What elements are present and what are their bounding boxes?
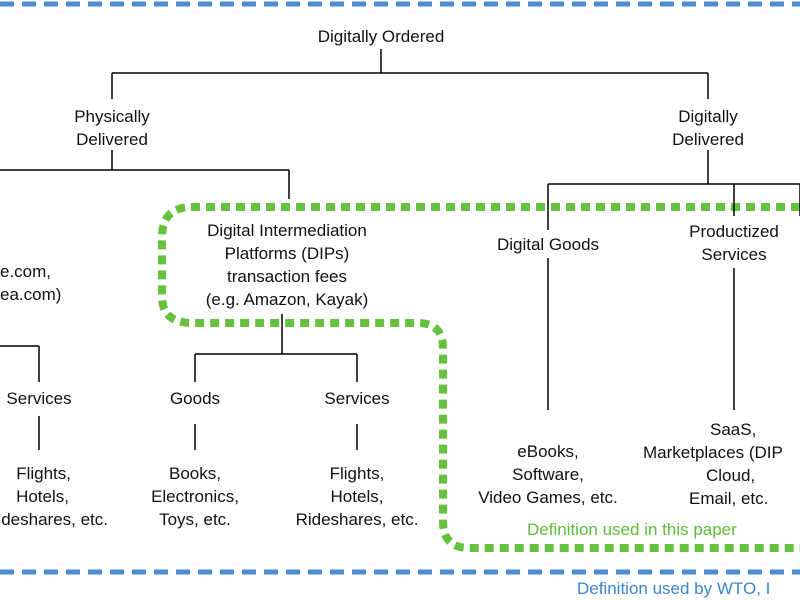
leaf-digital-goods: eBooks, Software, Video Games, etc. <box>478 442 618 507</box>
leaf-productized-services: SaaS, Marketplaces (DIP Cloud, Email, et… <box>643 420 783 508</box>
wto-definition-label: Definition used by WTO, I <box>577 579 771 598</box>
node-left-services: Services <box>6 389 72 408</box>
node-dip-goods: Goods <box>169 389 221 408</box>
node-dip-services: Services <box>324 389 390 408</box>
paper-definition-label: Definition used in this paper <box>527 520 737 539</box>
node-dips: Digital Intermediation Platforms (DIPs) … <box>205 221 369 309</box>
node-digitally-ordered: Digitally Ordered <box>317 27 445 46</box>
leaf-dip-services: Flights, Hotels, Rideshares, etc. <box>295 464 419 529</box>
paper-definition-border <box>158 203 800 552</box>
leaf-left-travel: Flights, Hotels, deshares, etc. <box>1 464 108 529</box>
node-left-examples: e.com, ea.com) <box>0 262 62 304</box>
node-digital-goods: Digital Goods <box>496 235 600 254</box>
connector-lines <box>0 49 800 450</box>
leaf-dip-goods: Books, Electronics, Toys, etc. <box>151 464 239 529</box>
node-digitally-delivered: Digitally Delivered <box>672 107 744 149</box>
wto-definition-border <box>0 1 800 575</box>
node-productized-services: Productized Services <box>689 222 779 264</box>
node-physically-delivered: Physically Delivered <box>74 107 150 149</box>
